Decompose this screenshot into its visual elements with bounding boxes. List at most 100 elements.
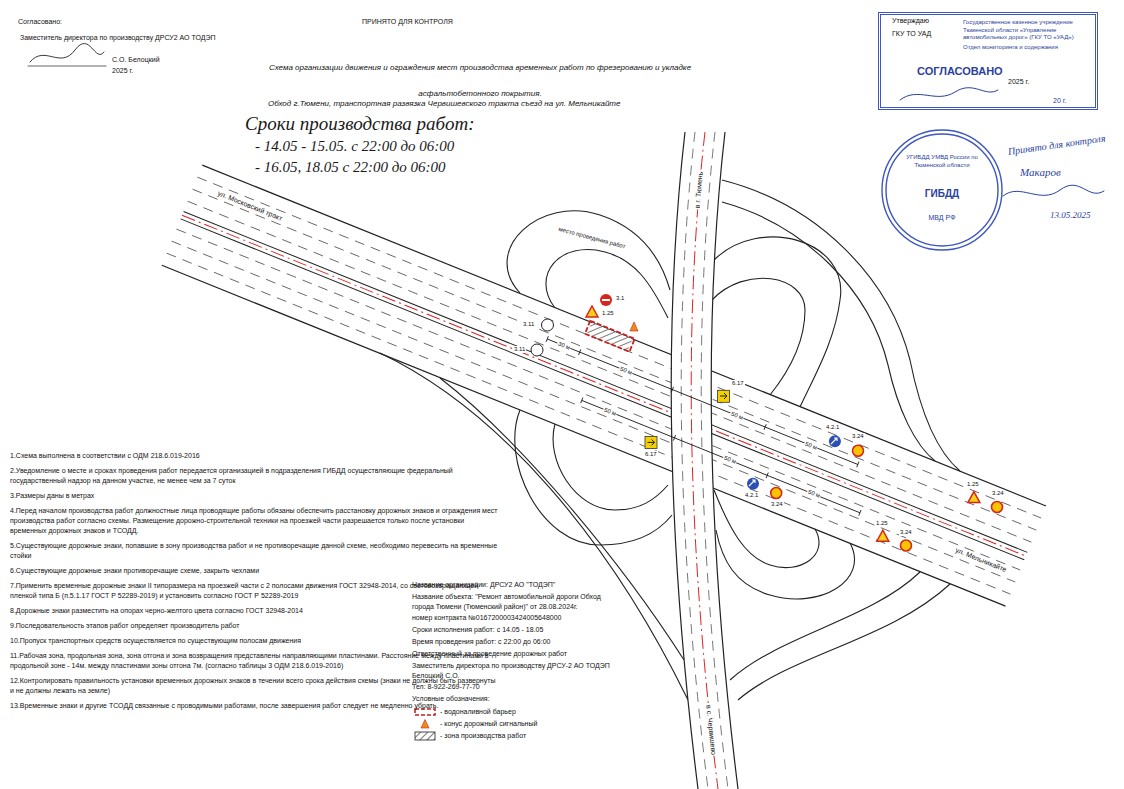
note: 4.Перед началом производства работ должн… [10, 506, 500, 536]
approval-date: 2025 г. [1008, 78, 1029, 87]
approver-name: С.О. Белоцкий [112, 56, 160, 65]
approver-title: Заместитель директора по производству ДР… [20, 34, 215, 43]
signature [30, 44, 104, 62]
dimension-line [581, 398, 676, 441]
dimension-line [764, 424, 859, 467]
road-sign [968, 492, 980, 503]
sign-number: 3.24 [991, 490, 1005, 497]
stamp-text: Отдел мониторинга и содержания [963, 44, 1095, 52]
dimension-line [546, 336, 581, 355]
sign-number: 1.25 [875, 520, 889, 527]
note: 6.Существующие дорожные знаки противореч… [10, 566, 500, 576]
info-line: Ответственный за проведение дорожных раб… [412, 649, 612, 659]
overpass-road [681, 132, 708, 789]
overpass-road [671, 132, 698, 789]
road-sign [531, 344, 543, 356]
sign-number: 4.2.1 [825, 424, 840, 431]
stamp-text: МВД РФ [880, 214, 1004, 223]
dimension-line [671, 387, 766, 430]
zone-label: место проведения работ [557, 226, 627, 251]
approval-stamp: Государственное казенное учреждение Тюме… [878, 12, 1098, 110]
overpass-road [671, 132, 738, 789]
road-sign [901, 540, 912, 551]
water-barrier [585, 321, 635, 352]
ramp [738, 584, 950, 700]
approval-heading: Согласовано: [18, 18, 62, 27]
ramp [714, 237, 841, 407]
info-line: Заместитель директора по производству ДР… [412, 661, 612, 680]
sign-number: 1.25 [601, 310, 615, 317]
road-sign [720, 393, 727, 399]
sign-number: 3.24 [770, 501, 784, 508]
road-sign [531, 294, 1003, 551]
road-sign [877, 530, 889, 541]
note: 3.Размеры даны в метрах [10, 491, 500, 501]
info-line: Сроки исполнения работ: с 14.05 - 18.05 [412, 625, 612, 635]
road-sign [829, 435, 841, 447]
handwritten-note: - 16.05, 18.05 с 22:00 до 06:00 [255, 158, 445, 177]
signature [1003, 185, 1104, 196]
highway [188, 201, 1032, 542]
sign-number: 3.24 [899, 529, 913, 536]
highway [197, 177, 1041, 518]
road-sign [586, 306, 598, 317]
road-sign [749, 480, 755, 486]
ramp [553, 424, 668, 510]
highway [162, 265, 1006, 606]
stamp-text: ГИБДД [880, 188, 1004, 201]
ramp [515, 410, 672, 545]
stamp-text: УГИБДД УМВД России по Тюменской области [904, 154, 980, 169]
road-sign [648, 439, 655, 445]
ramp [730, 572, 920, 680]
signature [28, 44, 1104, 196]
handwritten-date: 13.05.2025 [1050, 210, 1091, 221]
stamp-text: 20 г. [1053, 97, 1066, 106]
cone-sample [421, 720, 429, 729]
ramp [722, 180, 960, 471]
road-sign [645, 436, 657, 448]
note: 1.Схема выполнена в соответствии с ОДМ 2… [10, 451, 500, 461]
sign-number: 1.25 [966, 481, 980, 488]
dimension: 50 м [618, 365, 634, 377]
dimension: 30 м [556, 340, 572, 352]
stamp-text: СОГЛАСОВАНО [917, 65, 1003, 79]
sign-number: 6.17 [644, 451, 658, 458]
sign-number: 3.11 [513, 346, 526, 353]
sign-number: 4.2.1 [744, 492, 759, 499]
info-line: Название объекта: "Ремонт автомобильной … [412, 592, 612, 611]
dimension-line [530, 336, 878, 515]
sign-number: 6.17 [731, 380, 745, 387]
road-sign [630, 322, 638, 331]
handwritten-note: Сроки производства работ: [245, 112, 474, 136]
note: 2.Уведомление о месте и сроках проведени… [10, 466, 500, 486]
road-sign [542, 319, 554, 331]
highway [202, 165, 1046, 506]
handwritten-note: - 14.05 - 15.05. с 22:00 до 06:00 [255, 137, 454, 156]
ramp [712, 278, 805, 395]
overpass-road [691, 132, 718, 789]
handwritten-note: Принято для контроля [1007, 132, 1106, 158]
signature [900, 88, 998, 100]
dimension-line [766, 473, 861, 516]
dimension-line [579, 349, 674, 392]
highway [184, 211, 1028, 552]
info-line: Тел: 8-922-269-77-70 [412, 682, 612, 692]
road-sign [853, 445, 864, 456]
note: 5.Существующие дорожные знаки, попавшие … [10, 541, 500, 561]
subtitle: Обход г.Тюмени, транспортная развязка Че… [268, 99, 620, 109]
info-line: Время проведения работ: с 22:00 до 06:00 [412, 637, 612, 647]
ramp [380, 180, 960, 700]
legend-swatch [414, 731, 436, 741]
highway [172, 241, 1016, 582]
overpass-road [711, 132, 738, 789]
approval-date: 2025 г. [112, 67, 133, 76]
info-line: Условные обозначения: [412, 694, 612, 704]
barrier-sample [415, 709, 435, 715]
control-mark: ПРИНЯТО ДЛЯ КОНТРОЛЯ [362, 18, 453, 27]
ramp [714, 490, 819, 568]
road-sign [992, 502, 1003, 513]
road-sign [771, 488, 782, 499]
ramp [716, 530, 855, 599]
